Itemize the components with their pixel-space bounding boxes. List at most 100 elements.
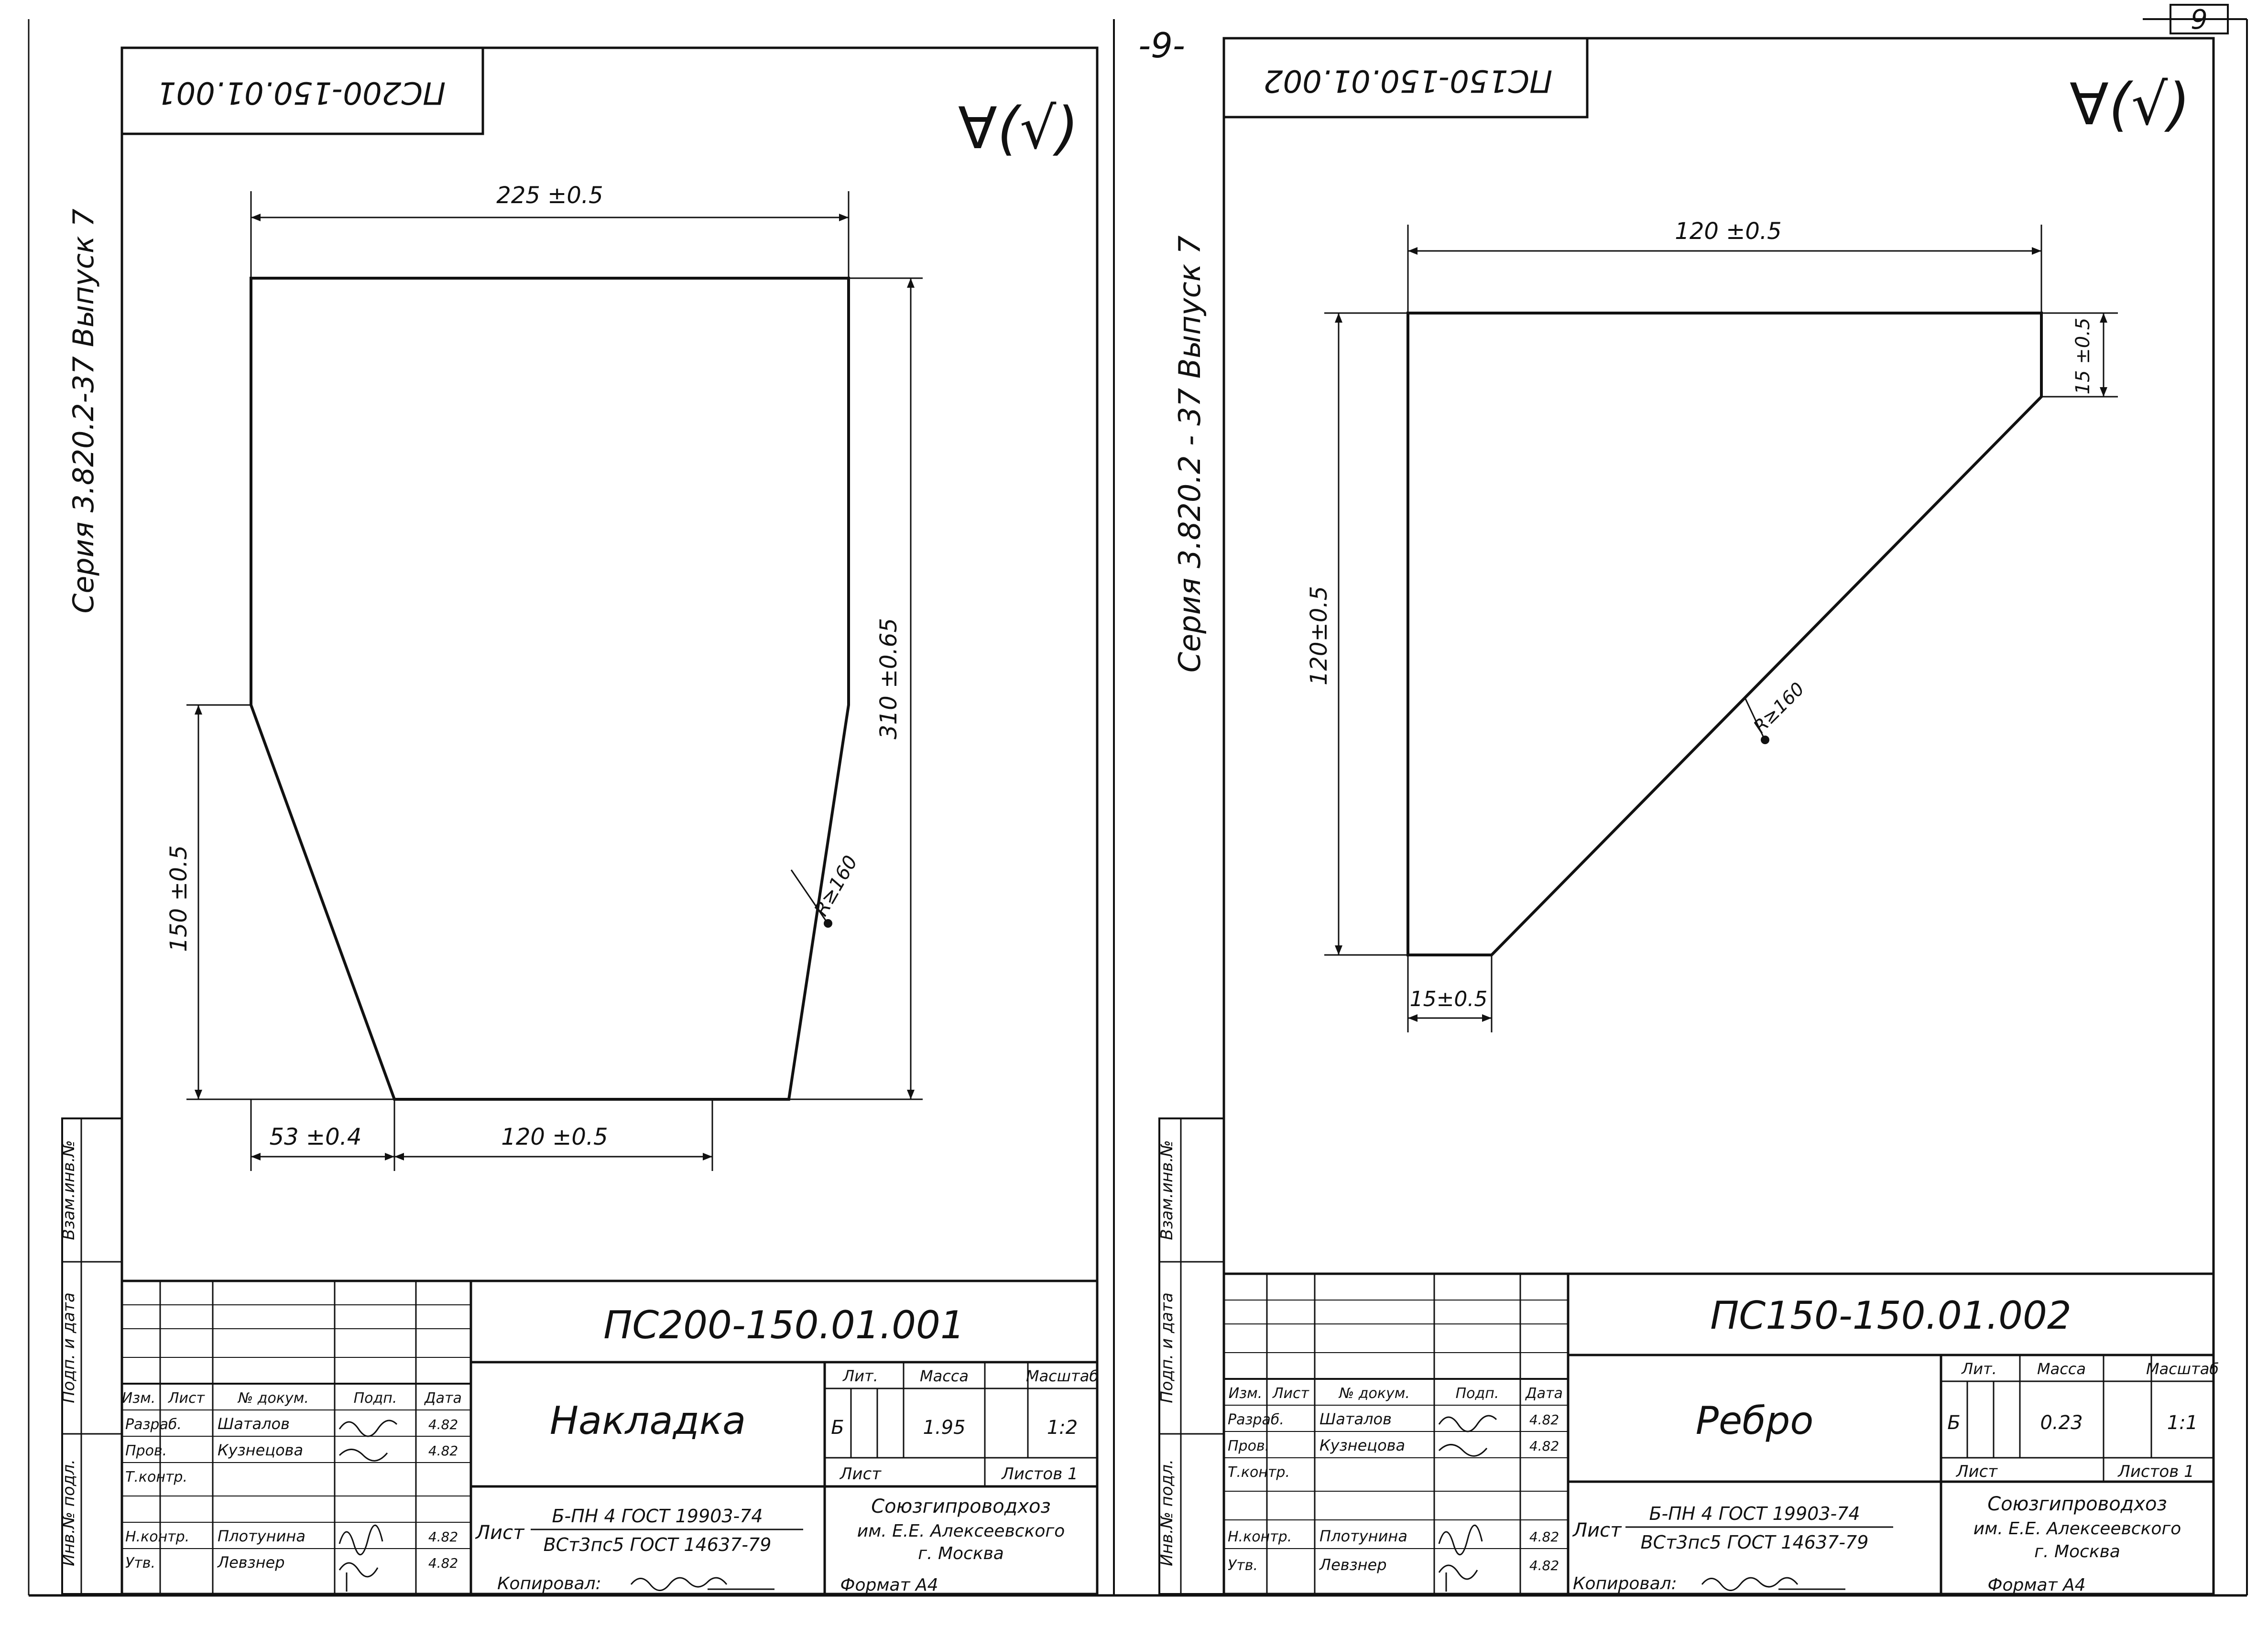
left-row-role-2: Пров. [125, 1442, 167, 1459]
left-scale-header: Масштаб [1026, 1367, 1099, 1385]
left-row-name-1: Шаталов [218, 1415, 290, 1433]
left-row-role-3: Т.контр. [125, 1469, 187, 1485]
left-dim-right: 310 ±0.65 [789, 277, 923, 1100]
right-designation: ПС150-150.01.002 [1710, 1293, 2072, 1338]
left-row-date-1: 4.82 [428, 1417, 458, 1432]
right-row-name-1: Шаталов [1319, 1410, 1392, 1428]
left-hdr-doc: № докум. [237, 1390, 309, 1407]
left-org-2: им. Е.Е. Алексеевского [857, 1521, 1065, 1541]
left-signatures [338, 1420, 398, 1592]
left-row-name-4: Плотунина [218, 1527, 305, 1545]
left-material-bottom: ВСт3пс5 ГОСТ 14637-79 [544, 1534, 772, 1555]
right-row-name-5: Левзнер [1319, 1556, 1387, 1574]
left-mass-header: Масса [920, 1367, 969, 1385]
right-dim-top: 120 ±0.5 [1407, 218, 2042, 313]
left-row-date-4: 4.82 [428, 1529, 458, 1545]
right-row-role-2: Пров. [1228, 1438, 1269, 1454]
outer-frame [28, 4, 2248, 1597]
left-sheet: ПС200-150.01.001 ∀(√) Серия 3.820.2-37 В… [59, 46, 1099, 1595]
left-radius-label: R≥160 [810, 852, 862, 920]
right-row-name-2: Кузнецова [1319, 1436, 1405, 1454]
right-org-2: им. Е.Е. Алексеевского [1974, 1519, 2181, 1539]
left-dim-left: 150 ±0.5 [165, 704, 394, 1100]
corner-number: 9 [2191, 4, 2208, 35]
right-scale: 1:1 [2167, 1412, 2198, 1434]
right-lit: Б [1947, 1412, 1960, 1434]
right-side-stamp-1: Взам.инв.№ [1157, 1140, 1177, 1240]
right-material-bottom: ВСт3пс5 ГОСТ 14637-79 [1641, 1532, 1869, 1553]
right-scale-header: Масштаб [2146, 1360, 2219, 1378]
right-hdr-date: Дата [1525, 1385, 1563, 1402]
left-row-date-2: 4.82 [428, 1443, 458, 1459]
page-number: -9- [1138, 25, 1185, 65]
left-row-role-1: Разраб. [125, 1416, 182, 1433]
left-designation: ПС200-150.01.001 [603, 1303, 965, 1347]
right-dim-bottom-label: 15±0.5 [1410, 987, 1488, 1011]
right-title-block: Изм. Лист № докум. Подп. Дата Разраб. Ша… [1222, 1272, 2219, 1595]
right-row-date-4: 4.82 [1529, 1529, 1559, 1545]
left-dim-bottom-left-label: 53 ±0.4 [270, 1124, 362, 1150]
right-mass: 0.23 [2040, 1412, 2083, 1434]
left-part-outline [250, 277, 850, 1101]
left-hdr-izm: Изм. [122, 1390, 156, 1407]
right-side-stamp-3: Инв.№ подл. [1157, 1459, 1177, 1566]
left-dim-bottom-right-label: 120 ±0.5 [501, 1124, 608, 1150]
right-sheet-label: Лист [1955, 1462, 1998, 1481]
left-scale: 1:2 [1047, 1417, 1078, 1439]
left-hdr-sign: Подп. [354, 1390, 397, 1407]
right-copied-signature [1701, 1577, 1845, 1591]
right-hdr-izm: Изм. [1229, 1385, 1263, 1402]
left-dim-top-label: 225 ±0.5 [496, 182, 603, 209]
left-radius-leader: R≥160 [790, 852, 862, 928]
right-sheet: ПС150-150.01.002 ∀(√) Серия 3.820.2 - 37… [1157, 37, 2219, 1595]
right-radius-label: R≥160 [1749, 678, 1809, 737]
left-series-label: Серия 3.820.2-37 Выпуск 7 [67, 209, 100, 614]
left-row-date-5: 4.82 [428, 1555, 458, 1571]
right-dim-top-label: 120 ±0.5 [1675, 218, 1781, 245]
left-hdr-list: Лист [168, 1390, 206, 1407]
left-top-stamp: ПС200-150.01.001 [157, 75, 446, 110]
right-top-stamp: ПС150-150.01.002 [1264, 63, 1553, 98]
left-part-name: Накладка [550, 1398, 746, 1443]
right-mass-header: Масса [2037, 1360, 2086, 1378]
right-dim-left-label: 120±0.5 [1306, 586, 1332, 685]
left-copied: Копировал: [497, 1574, 601, 1593]
left-dim-left-label: 150 ±0.5 [165, 845, 192, 952]
left-sheet-label: Лист [839, 1464, 882, 1484]
right-hdr-list: Лист [1272, 1385, 1310, 1402]
left-material-top: Б-ПН 4 ГОСТ 19903-74 [552, 1506, 763, 1527]
right-dim-right: 15 ±0.5 [2041, 312, 2118, 398]
right-side-stamp: Взам.инв.№ Подп. и дата Инв.№ подл. [1157, 1117, 1225, 1595]
left-side-stamp: Взам.инв.№ Подп. и дата Инв.№ подл. [59, 1117, 123, 1595]
left-row-role-4: Н.контр. [125, 1528, 189, 1545]
right-sheets-label: Листов 1 [2117, 1462, 2194, 1481]
right-org-1: Союзгипроводхоз [1987, 1493, 2167, 1515]
right-hdr-sign: Подп. [1456, 1385, 1499, 1402]
left-side-stamp-3: Инв.№ подл. [59, 1459, 78, 1566]
left-row-name-2: Кузнецова [218, 1441, 303, 1459]
right-part-name: Ребро [1696, 1398, 1814, 1443]
left-row-name-5: Левзнер [217, 1553, 285, 1572]
left-dim-bottom: 53 ±0.4 120 ±0.5 [250, 1099, 713, 1171]
right-format: Формат А4 [1987, 1575, 2085, 1595]
right-part-outline [1407, 312, 2043, 956]
left-row-role-5: Утв. [125, 1555, 155, 1572]
left-title-block: Изм. Лист № докум. Подп. Дата Разраб. Ша… [120, 1279, 1099, 1595]
left-side-stamp-2: Подп. и дата [59, 1292, 78, 1403]
left-hdr-date: Дата [424, 1390, 462, 1407]
right-row-date-2: 4.82 [1529, 1438, 1559, 1454]
left-dim-right-label: 310 ±0.65 [875, 618, 902, 739]
right-row-role-5: Утв. [1228, 1557, 1258, 1574]
left-material-prefix: Лист [475, 1522, 525, 1544]
right-org-3: г. Москва [2034, 1542, 2120, 1561]
right-material-top: Б-ПН 4 ГОСТ 19903-74 [1649, 1503, 1860, 1524]
right-signatures [1438, 1415, 1497, 1592]
left-sheets-label: Листов 1 [1001, 1464, 1078, 1484]
right-series-label: Серия 3.820.2 - 37 Выпуск 7 [1172, 236, 1207, 673]
right-dim-right-label: 15 ±0.5 [2072, 318, 2094, 395]
right-row-date-1: 4.82 [1529, 1412, 1559, 1428]
right-row-role-1: Разраб. [1228, 1411, 1284, 1428]
right-row-role-4: Н.контр. [1228, 1528, 1292, 1545]
left-side-stamp-1: Взам.инв.№ [59, 1140, 78, 1240]
right-copied: Копировал: [1573, 1574, 1677, 1593]
